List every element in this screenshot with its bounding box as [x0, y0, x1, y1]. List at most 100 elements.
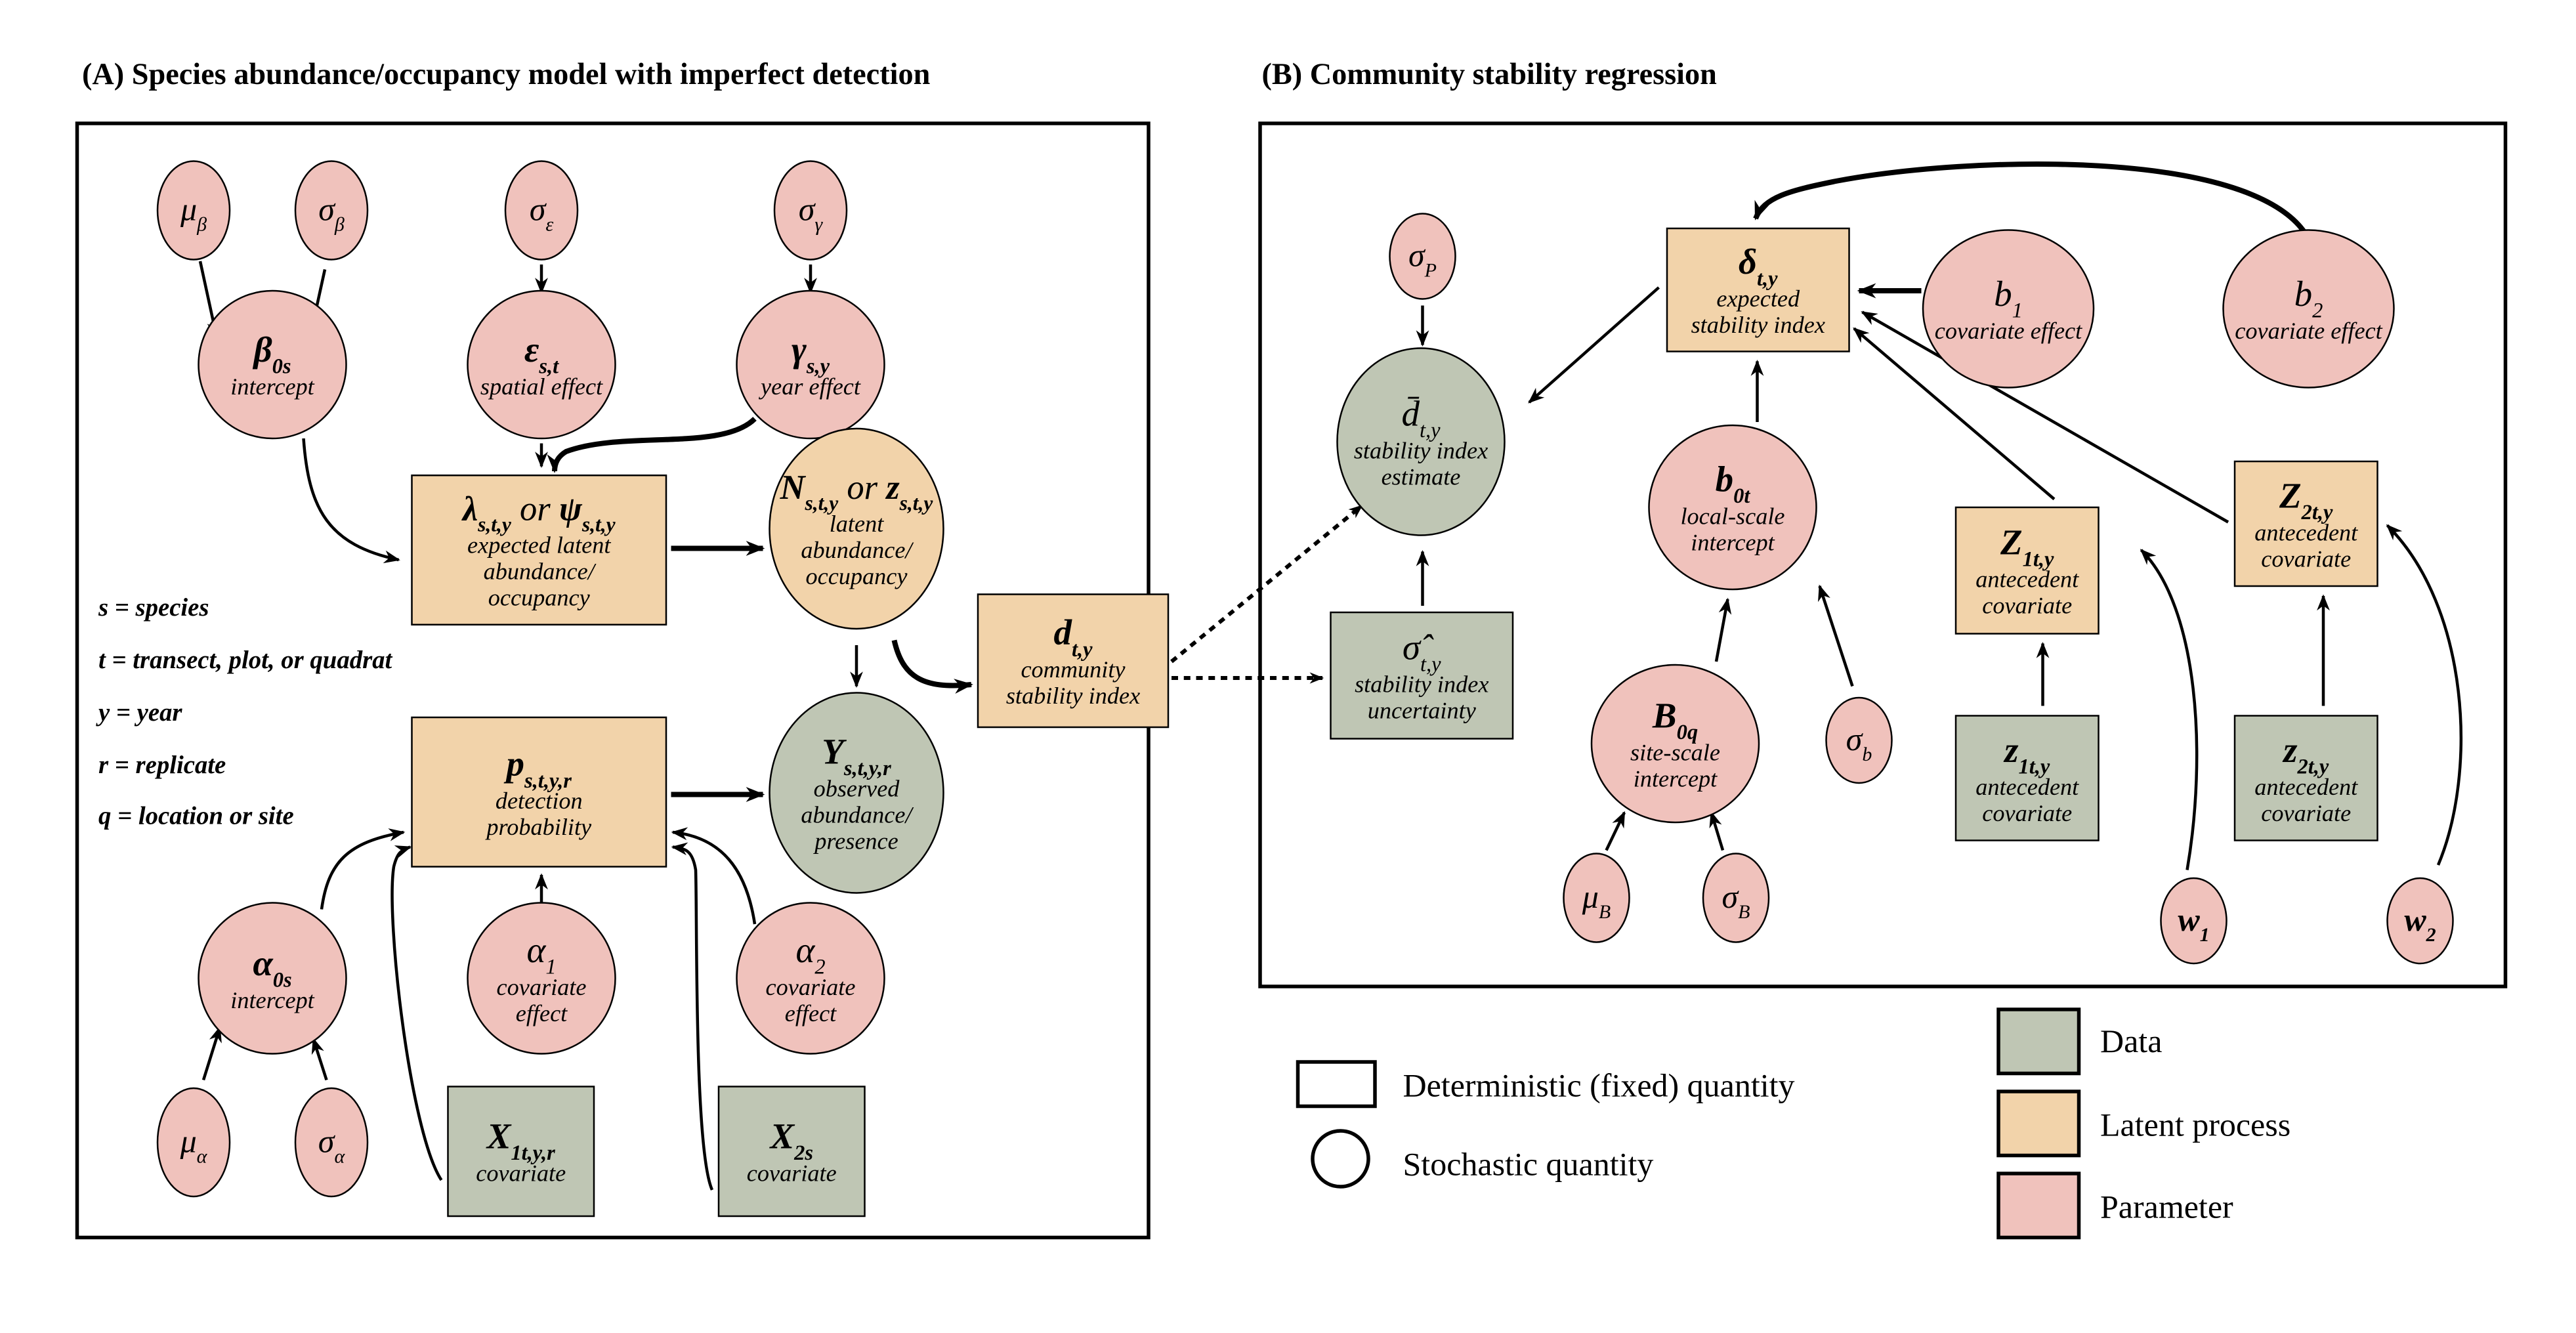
notation-list: s = species t = transect, plot, or quadr… [96, 593, 393, 830]
node-description: covariate [2261, 545, 2351, 572]
node-description: stability index [1691, 312, 1825, 338]
notation-item: r = replicate [98, 751, 226, 779]
node-description: covariate effect [1935, 318, 2082, 344]
node-description: covariate [497, 974, 587, 1000]
legend-label-data: Data [2100, 1023, 2162, 1059]
edge-mu-B-to-B0q [1605, 811, 1626, 851]
node-sigma-b: σb [1825, 696, 1893, 784]
node-symbol: X2s [769, 1116, 813, 1166]
node-description: abundance/ [484, 559, 597, 585]
edge-X1-to-p [391, 845, 443, 1181]
node-description: presence [813, 828, 898, 854]
node-description: probability [484, 814, 592, 840]
node-shape-ellipse [736, 289, 885, 440]
legend-label-deterministic: Deterministic (fixed) quantity [1403, 1067, 1795, 1104]
legend-swatch-latent [1996, 1090, 2081, 1158]
notation-item: q = location or site [98, 802, 294, 830]
node-description: covariate [1982, 800, 2072, 826]
node-description: covariate [2261, 800, 2351, 826]
node-w1: w1 [2160, 877, 2228, 965]
node-shape-rect [717, 1086, 866, 1217]
node-shape-ellipse [294, 1087, 369, 1198]
node-shape-rect [1954, 715, 2100, 841]
node-shape-ellipse [736, 902, 885, 1055]
edge-w1-to-Z1 [2140, 549, 2199, 870]
legend: Deterministic (fixed) quantity Stochasti… [1296, 1007, 2291, 1240]
node-description: stability index [1006, 683, 1140, 709]
node-description: abundance/ [801, 537, 914, 563]
node-shape-ellipse [467, 289, 616, 440]
node-shape-ellipse [504, 160, 579, 261]
node-symbol: Z2t,y [2279, 475, 2333, 524]
node-shape-rect [2233, 460, 2378, 587]
node-shape-rect [977, 593, 1170, 729]
node-symbol: b1 [1994, 274, 2023, 323]
node-sigma-gam: σγ [773, 160, 848, 261]
edge-Z1-to-delta [1853, 327, 2056, 501]
notation-item: s = species [98, 593, 209, 622]
edge-X2-to-p [671, 842, 714, 1191]
node-shape-rect [447, 1086, 595, 1217]
node-shape-ellipse [2160, 877, 2228, 965]
edges [198, 161, 2462, 1191]
node-description: stability index [1354, 437, 1488, 463]
node-description: covariate [747, 1160, 837, 1187]
node-description: antecedent [1975, 774, 2079, 800]
node-symbol: μβ [180, 191, 207, 236]
node-symbol: Ys,t,y,r [822, 731, 891, 780]
node-description: covariate [766, 974, 856, 1000]
node-description: effect [516, 1000, 568, 1026]
node-shape-ellipse [769, 427, 944, 630]
edge-alpha2-to-p [671, 827, 757, 925]
node-symbol: σb [1846, 721, 1872, 765]
edge-Z2-to-delta [1861, 310, 2229, 524]
node-shape-rect [1666, 227, 1850, 352]
node-description: uncertainty [1368, 698, 1477, 724]
node-symbol: ps,t,y,r [504, 744, 572, 793]
node-shape-ellipse [1922, 229, 2095, 389]
legend-label-latent: Latent process [2100, 1107, 2291, 1143]
node-description: occupancy [806, 563, 908, 589]
node-symbol: b0t [1716, 459, 1751, 508]
node-description: covariate [1982, 593, 2072, 619]
node-description: intercept [1634, 765, 1718, 792]
node-symbol: w1 [2178, 901, 2209, 946]
legend-swatch-parameter [1996, 1172, 2081, 1240]
node-shape-rect [1330, 611, 1514, 740]
node-description: intercept [230, 373, 314, 400]
panel-b-title: (B) Community stability regression [1262, 58, 1718, 91]
node-shape-ellipse [2386, 877, 2454, 965]
node-shape-ellipse [294, 160, 369, 261]
node-symbol: b2 [2294, 274, 2323, 323]
node-sigma-B: σB [1702, 853, 1770, 943]
node-shape-ellipse [198, 902, 347, 1055]
node-symbol: γs,y [792, 329, 830, 379]
node-description: intercept [1691, 529, 1775, 555]
edge-sigma-B-to-B0q [1709, 811, 1725, 851]
node-symbol: μB [1582, 878, 1611, 923]
node-symbol: σP [1408, 237, 1437, 282]
node-symbol: α1 [526, 930, 556, 979]
node-description: covariate effect [2235, 318, 2382, 344]
node-symbol: d̄t,y [1401, 393, 1441, 442]
notation-item: t = transect, plot, or quadrat [98, 646, 393, 674]
node-symbol: Z1t,y [2000, 522, 2054, 572]
node-description: stability index [1355, 671, 1489, 698]
node-sigma-alpha: σα [294, 1087, 369, 1198]
node-symbol: σε [530, 191, 554, 236]
